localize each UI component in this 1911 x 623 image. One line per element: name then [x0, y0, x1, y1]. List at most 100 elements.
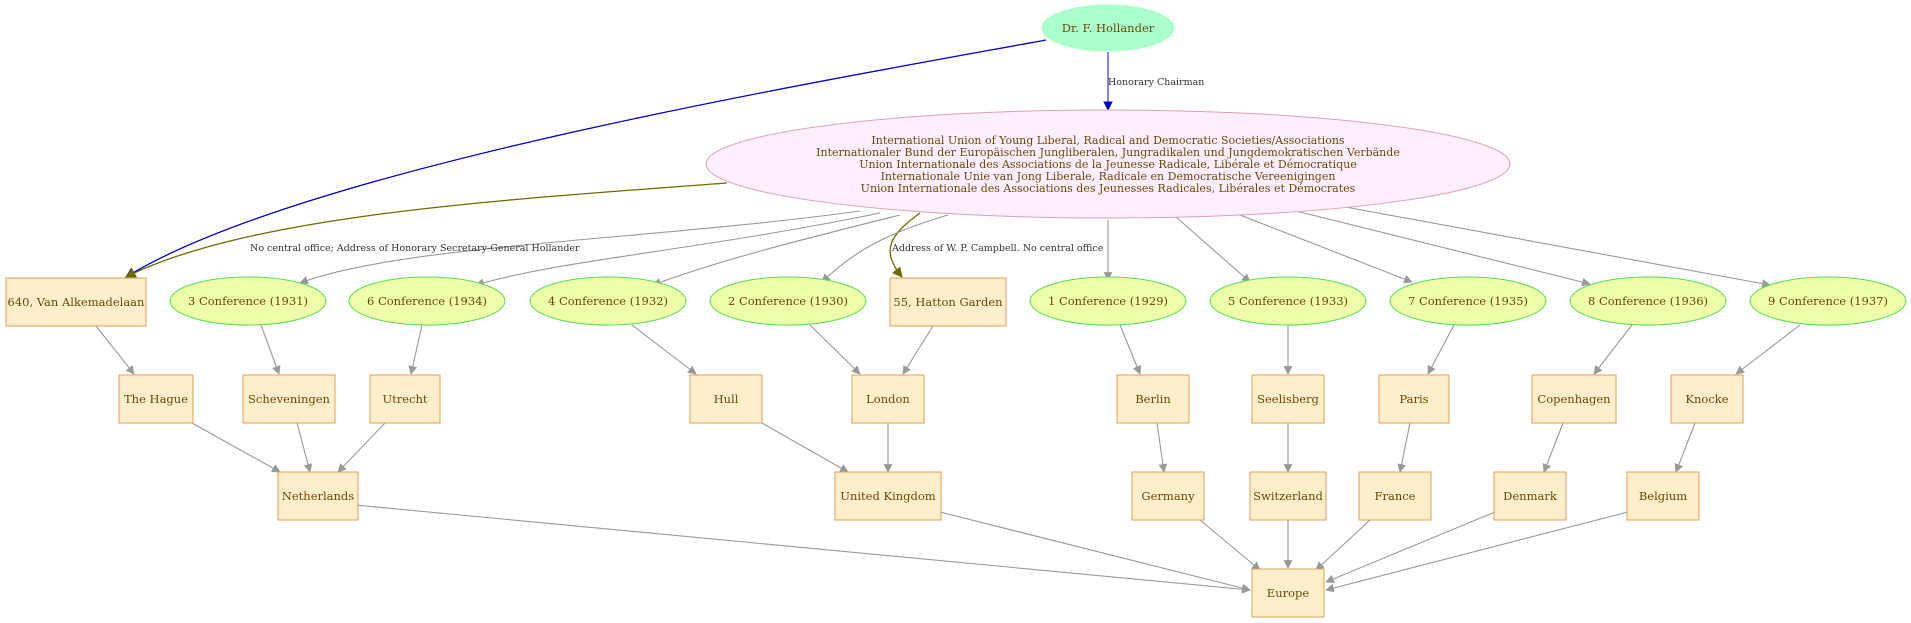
node-union-line-3: Union Internationale des Associations de…	[859, 158, 1357, 171]
node-london-label: London	[866, 392, 910, 406]
node-scheveningen[interactable]: Scheveningen	[242, 374, 336, 424]
edge-france-to-europe	[1315, 519, 1371, 571]
node-van-alkemadelaan[interactable]: 640, Van Alkemadelaan	[5, 277, 147, 327]
node-hatton-garden-label: 55, Hatton Garden	[893, 295, 1003, 309]
node-europe-label: Europe	[1267, 586, 1310, 600]
edge-netherlands-to-europe	[354, 504, 1251, 594]
edge-union-to-conf8	[1295, 210, 1591, 287]
edge-paris-to-france	[1397, 422, 1411, 473]
edge-union-to-conf3	[299, 210, 861, 285]
node-hatton-garden[interactable]: 55, Hatton Garden	[889, 277, 1007, 327]
edge-hull-to-united-kingdom	[761, 422, 849, 473]
node-conf8-label: 8 Conference (1936)	[1588, 294, 1708, 308]
node-conf6[interactable]: 6 Conference (1934)	[348, 276, 506, 326]
node-seelisberg-label: Seelisberg	[1257, 392, 1319, 406]
node-netherlands[interactable]: Netherlands	[277, 471, 359, 521]
node-conf3[interactable]: 3 Conference (1931)	[169, 276, 327, 326]
node-knocke[interactable]: Knocke	[1670, 374, 1744, 424]
node-london[interactable]: London	[851, 374, 925, 424]
node-switzerland[interactable]: Switzerland	[1249, 471, 1327, 521]
edge-utrecht-to-netherlands	[337, 422, 386, 473]
node-france-label: France	[1375, 489, 1416, 503]
edge-conf3-to-scheveningen	[260, 324, 281, 375]
edge-conf1-to-berlin	[1119, 324, 1142, 375]
node-paris-label: Paris	[1399, 392, 1428, 406]
edge-union-to-conf6	[475, 212, 881, 287]
edge-hatton-garden-to-london	[902, 325, 934, 375]
edge-conf8-to-copenhagen	[1593, 324, 1633, 375]
node-conf1[interactable]: 1 Conference (1929)	[1029, 276, 1187, 326]
node-van-alkemadelaan-label: 640, Van Alkemadelaan	[8, 295, 146, 309]
node-netherlands-label: Netherlands	[282, 489, 355, 503]
edge-union-to-hatton-garden	[889, 212, 921, 278]
node-berlin[interactable]: Berlin	[1116, 374, 1190, 424]
node-united-kingdom[interactable]: United Kingdom	[834, 471, 942, 521]
node-the-hague-label: The Hague	[124, 392, 188, 406]
node-hull[interactable]: Hull	[689, 374, 763, 424]
node-paris[interactable]: Paris	[1378, 374, 1450, 424]
node-conf4-label: 4 Conference (1932)	[548, 294, 668, 308]
node-scheveningen-label: Scheveningen	[248, 392, 330, 406]
node-union-line-2: Internationaler Bund der Europäischen Ju…	[816, 146, 1400, 159]
edge-scheveningen-to-netherlands	[296, 422, 313, 473]
node-germany-label: Germany	[1141, 489, 1195, 503]
node-copenhagen-label: Copenhagen	[1537, 392, 1611, 406]
node-conf5[interactable]: 5 Conference (1933)	[1209, 276, 1367, 326]
edge-denmark-to-europe	[1325, 511, 1496, 584]
edge-union-to-van-alkemadelaan	[125, 182, 728, 278]
edge-hollander-to-van-alkemadelaan	[125, 39, 1047, 278]
node-conf3-label: 3 Conference (1931)	[188, 294, 308, 308]
node-germany[interactable]: Germany	[1131, 471, 1205, 521]
node-union-line-5: Union Internationale des Associations de…	[861, 182, 1356, 195]
edge-union-to-conf5	[1175, 216, 1251, 283]
node-conf7-label: 7 Conference (1935)	[1408, 294, 1528, 308]
edge-conf4-to-hull	[631, 324, 697, 375]
node-conf1-label: 1 Conference (1929)	[1048, 294, 1168, 308]
node-belgium-label: Belgium	[1639, 489, 1687, 503]
node-union-line-4: Internationale Unie van Jong Liberale, R…	[881, 170, 1336, 183]
node-conf9-label: 9 Conference (1937)	[1768, 294, 1888, 308]
node-the-hague[interactable]: The Hague	[118, 374, 194, 424]
edge-label-honorary-chairman: Honorary Chairman	[1108, 77, 1204, 88]
edge-label-no-central-office: No central office; Address of Honorary S…	[250, 243, 580, 254]
node-union-line-1: International Union of Young Liberal, Ra…	[871, 134, 1344, 147]
edge-the-hague-to-netherlands	[191, 422, 281, 473]
node-france[interactable]: France	[1358, 471, 1432, 521]
node-seelisberg[interactable]: Seelisberg	[1251, 374, 1325, 424]
node-copenhagen[interactable]: Copenhagen	[1531, 374, 1617, 424]
nodes: Dr. F. Hollander International Union of …	[5, 4, 1907, 618]
node-europe[interactable]: Europe	[1251, 568, 1325, 618]
node-conf9[interactable]: 9 Conference (1937)	[1749, 276, 1907, 326]
node-conf8[interactable]: 8 Conference (1936)	[1569, 276, 1727, 326]
edge-label-campbell-address: Address of W. P. Campbell. No central of…	[891, 243, 1104, 254]
node-conf2[interactable]: 2 Conference (1930)	[709, 276, 867, 326]
edge-union-to-conf2	[821, 214, 949, 283]
node-belgium[interactable]: Belgium	[1626, 471, 1700, 521]
node-hollander-label: Dr. F. Hollander	[1062, 21, 1155, 35]
node-conf2-label: 2 Conference (1930)	[728, 294, 848, 308]
node-switzerland-label: Switzerland	[1253, 489, 1323, 503]
edge-union-to-conf9	[1339, 205, 1771, 288]
edges	[95, 39, 1801, 594]
node-conf7[interactable]: 7 Conference (1935)	[1389, 276, 1547, 326]
edge-berlin-to-germany	[1156, 422, 1168, 473]
edge-conf2-to-london	[809, 324, 861, 375]
node-conf5-label: 5 Conference (1933)	[1228, 294, 1348, 308]
edge-germany-to-europe	[1199, 519, 1261, 571]
edge-copenhagen-to-denmark	[1542, 422, 1564, 473]
node-union[interactable]: International Union of Young Liberal, Ra…	[705, 109, 1511, 219]
node-united-kingdom-label: United Kingdom	[840, 489, 936, 503]
edge-union-to-conf4	[652, 214, 901, 287]
edge-knocke-to-belgium	[1674, 422, 1696, 473]
node-hull-label: Hull	[714, 392, 739, 406]
edge-conf9-to-knocke	[1735, 324, 1801, 375]
edge-union-to-conf7	[1239, 214, 1413, 284]
node-hollander[interactable]: Dr. F. Hollander	[1041, 4, 1175, 52]
edge-belgium-to-europe	[1325, 511, 1629, 593]
node-conf4[interactable]: 4 Conference (1932)	[529, 276, 687, 326]
node-knocke-label: Knocke	[1685, 392, 1728, 406]
edge-labels: Honorary Chairman No central office; Add…	[250, 77, 1204, 254]
node-denmark[interactable]: Denmark	[1493, 471, 1567, 521]
node-utrecht[interactable]: Utrecht	[369, 374, 441, 424]
